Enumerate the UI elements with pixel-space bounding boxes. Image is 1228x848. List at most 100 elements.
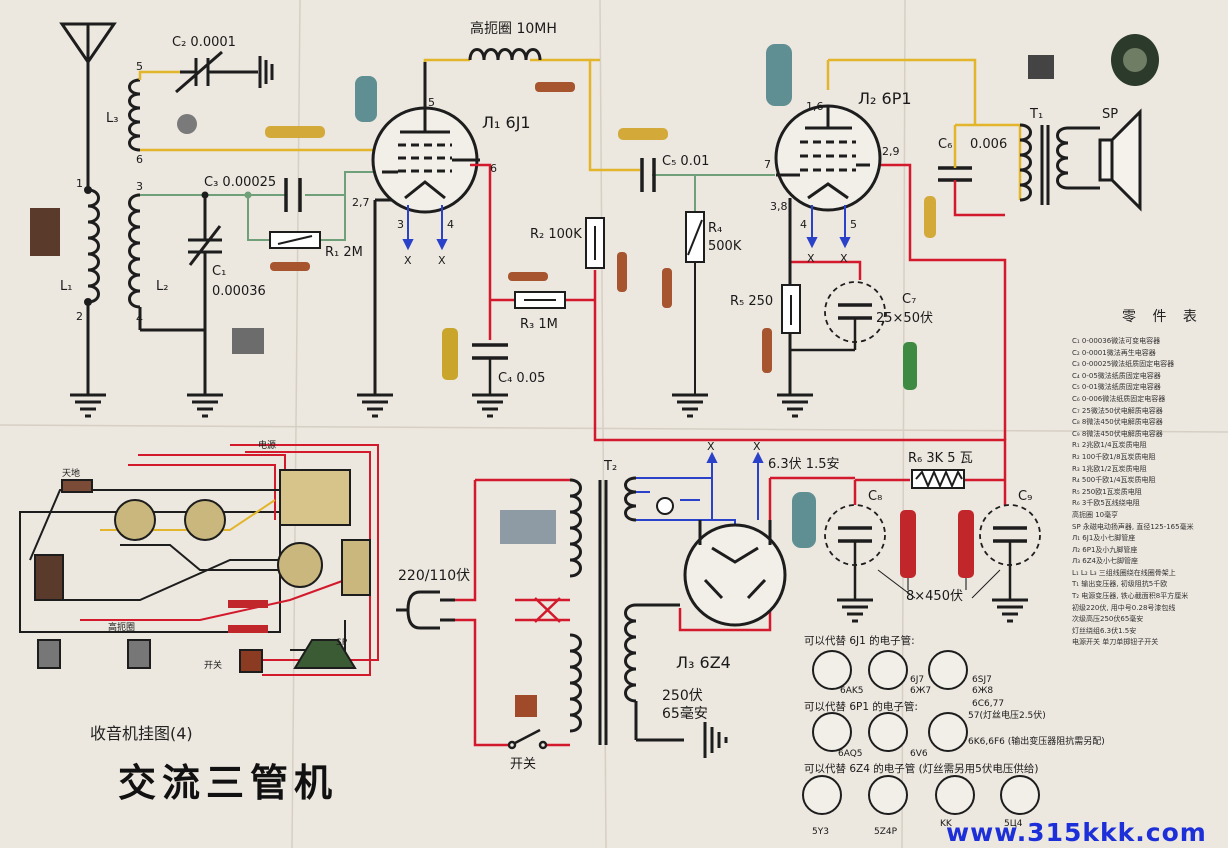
label-c9: C₉ xyxy=(1018,489,1032,504)
sub-6aq5: 6AQ5 xyxy=(838,749,863,759)
label-tube2: Л₂ 6P1 xyxy=(858,89,912,108)
label-t1: T₁ xyxy=(1029,107,1043,122)
label-r1: R₁ 2M xyxy=(325,245,363,260)
label-c89-value: 8×450伏 xyxy=(906,589,963,604)
wiring-layout-diagram xyxy=(19,444,379,676)
pin-l2-4: 4 xyxy=(136,312,143,325)
tube1-pin-5: 5 xyxy=(428,96,435,109)
parts-item: R₃ 1兆欧1/2瓦炭质电阻 xyxy=(1072,464,1147,473)
tube2-pin-29: 2,9 xyxy=(882,145,900,158)
tube2-pin-5: 5 xyxy=(850,218,857,231)
resistor-r6 xyxy=(911,469,965,489)
label-c5: C₅ 0.01 xyxy=(662,154,709,169)
label-c7: C₇ xyxy=(902,292,916,307)
wiring-switch-label: 开关 xyxy=(204,659,222,671)
tube1-pin-27: 2,7 xyxy=(352,196,370,209)
parts-item: Л₃ 6Z4及小七脚管座 xyxy=(1072,557,1138,566)
label-hv: 250伏 xyxy=(662,688,703,704)
tube1-pin-4: 4 xyxy=(447,218,454,231)
tube-6j1-heater-leads xyxy=(402,205,448,251)
sub-6c6: 6C6,77 xyxy=(972,699,1004,709)
resistor-r4 xyxy=(685,211,705,395)
parts-item: Л₂ 6P1及小九脚管座 xyxy=(1072,545,1138,554)
capacitor-c8 xyxy=(824,504,886,600)
transformer-t2 xyxy=(569,476,684,745)
substitute-heading-6p1: 可以代替 6P1 的电子管: xyxy=(804,700,918,713)
parts-item: C₁ 0-00036微法可变电容器 xyxy=(1072,337,1161,345)
wires-red xyxy=(440,163,1007,747)
parts-item: C₃ 0-00025微法纸质固定电容器 xyxy=(1072,360,1175,369)
tube-6z4-elements xyxy=(698,520,772,600)
parts-item: C₆ 0-006微法纸质固定电容器 xyxy=(1072,394,1166,403)
label-mains: 220/110伏 xyxy=(398,568,470,584)
pin-l1-1: 1 xyxy=(76,177,83,190)
sub-5c4: 5Ц4 xyxy=(1004,819,1023,829)
label-c1-value: 0.00036 xyxy=(212,284,266,299)
label-switch: 开关 xyxy=(510,757,536,772)
pin-l3-6: 6 xyxy=(136,153,143,166)
label-c7-value: 25×50伏 xyxy=(876,311,933,326)
label-heater: 6.3伏 1.5安 xyxy=(768,457,839,472)
label-r5: R₅ 250 xyxy=(730,294,773,309)
watermark-text: www.315kkk.com xyxy=(946,818,1207,847)
parts-item: C₉ 8微法450伏电解质电容器 xyxy=(1072,429,1163,438)
coil-l2 xyxy=(128,193,207,395)
wiring-antenna-label: 天地 xyxy=(62,467,80,479)
pilot-lamp-icon xyxy=(656,497,674,515)
parts-item: C₇ 25微法50伏电解质电容器 xyxy=(1072,406,1163,415)
label-tube1: Л₁ 6J1 xyxy=(482,113,531,132)
mains-plug-icon xyxy=(396,590,455,630)
poster-title: 交流三管机 xyxy=(118,760,339,805)
label-hf-choke: 高扼圈 10MH xyxy=(470,20,557,37)
tube2-x-left: X xyxy=(807,252,815,265)
label-r6: R₆ 3K 5 瓦 xyxy=(908,451,973,466)
substitute-heading-6z4: 可以代替 6Z4 的电子管 (灯丝需另用5伏电压供给) xyxy=(804,762,1038,775)
label-c4: C₄ 0.05 xyxy=(498,371,545,386)
substitute-heading-6j1: 可以代替 6J1 的电子管: xyxy=(804,634,915,647)
parts-item: 初级220伏, 用中号0.28号漆包线 xyxy=(1072,603,1176,612)
label-r3: R₃ 1M xyxy=(520,317,558,332)
parts-item: C₈ 8微法450伏电解质电容器 xyxy=(1072,418,1163,427)
sub-6j7: 6J7 xyxy=(910,675,924,685)
pin-l2-3: 3 xyxy=(136,180,143,193)
tube-6z4 xyxy=(683,523,787,627)
parts-table-title: 零 件 表 xyxy=(1122,309,1203,325)
resistor-r3 xyxy=(514,291,566,309)
tube1-pin-3: 3 xyxy=(397,218,404,231)
tube1-x-left: X xyxy=(404,254,412,267)
pin-l1-2: 2 xyxy=(76,310,83,323)
transformer-t1 xyxy=(1019,123,1100,205)
capacitor-c4 xyxy=(472,343,508,395)
sub-6zh8: 6Ж8 xyxy=(972,686,993,696)
label-t2: T₂ xyxy=(603,459,617,474)
parts-item: C₂ 0-0001微法再生电容器 xyxy=(1072,348,1156,357)
resistor-r1 xyxy=(269,231,321,249)
tube2-pin-4: 4 xyxy=(800,218,807,231)
label-l3: L₃ xyxy=(106,111,118,126)
schematic-labels: 高扼圈 10MH C₂ 0.0001 C₃ 0.00025 C₁ 0.00036… xyxy=(60,20,1118,772)
parts-item: SP 永磁电动扬声器, 直径125-165毫米 xyxy=(1072,522,1194,531)
tube2-x-right: X xyxy=(840,252,848,265)
resistor-r2 xyxy=(585,217,605,269)
label-c1: C₁ xyxy=(212,264,226,279)
capacitor-c6 xyxy=(938,125,972,200)
substitute-tube-sockets xyxy=(802,650,1040,815)
coil-l3 xyxy=(128,78,141,152)
sub-57: 57(灯丝电压2.5伏) xyxy=(968,709,1046,721)
parts-item: C₄ 0-05微法纸质固定电容器 xyxy=(1072,371,1161,380)
parts-item: R₆ 3千欧5瓦线绕电阻 xyxy=(1072,499,1140,508)
parts-item: 电源开关 单刀单掷钮子开关 xyxy=(1072,638,1159,647)
capacitor-c9 xyxy=(979,504,1041,600)
parts-item: 次级高压250伏65毫安 xyxy=(1072,615,1144,624)
label-r4: R₄ xyxy=(708,221,722,236)
sub-6zh7: 6Ж7 xyxy=(910,686,931,696)
label-sp: SP xyxy=(1102,107,1118,122)
wires-blue xyxy=(636,451,764,540)
substitute-tubes-text: 可以代替 6J1 的电子管: 可以代替 6P1 的电子管: 可以代替 6Z4 的… xyxy=(804,634,1105,837)
label-r4-value: 500K xyxy=(708,239,742,254)
label-l1: L₁ xyxy=(60,279,72,294)
label-l2: L₂ xyxy=(156,279,168,294)
parts-item: C₅ 0-01微法纸质固定电容器 xyxy=(1072,383,1161,392)
